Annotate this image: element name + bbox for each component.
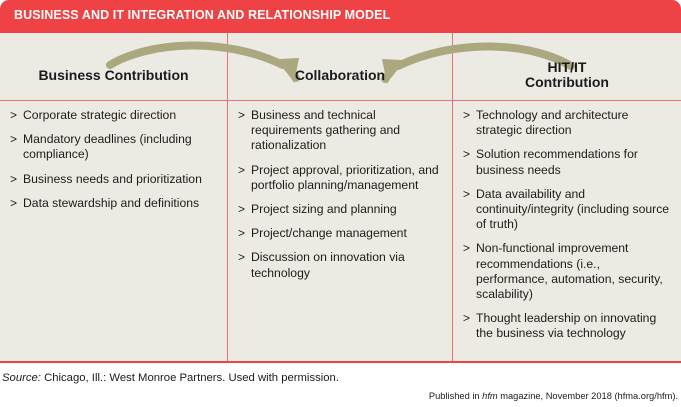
list-item-label: Project approval, prioritization, and po… [251,162,439,192]
column-heading-hit-it-line2: Contribution [525,74,609,90]
source-label: Source: [2,372,41,384]
chevron-right-icon: > [10,195,18,210]
list-item-label: Discussion on innovation via technology [251,250,405,280]
list-item: > Discussion on innovation via technolog… [238,250,442,280]
list-item: > Data stewardship and definitions [10,196,215,211]
source-caption: Source: Chicago, Ill.: West Monroe Partn… [2,372,339,384]
header-divider [0,100,681,101]
column-heading-business: Business Contribution [38,67,189,83]
published-prefix: Published in [428,391,483,401]
list-item-label: Thought leadership on innovating the bus… [476,311,657,341]
list-item: > Thought leadership on innovating the b… [463,311,671,341]
chevron-right-icon: > [10,108,18,122]
list-item: > Data availability and continuity/integ… [463,187,671,233]
list-item: > Project sizing and planning [238,202,442,217]
list-item-label: Corporate strategic direction [23,108,177,122]
list-item: > Solution recommendations for business … [463,147,671,177]
published-publication-name: hfm [482,391,498,401]
chevron-right-icon: > [463,311,471,326]
chevron-right-icon: > [463,241,471,256]
list-item-label: Technology and architecture strategic di… [476,108,629,138]
chevron-right-icon: > [463,147,471,162]
list-item-label: Data availability and continuity/integri… [476,186,670,232]
panel-bottom-rule [0,361,681,363]
list-item: > Corporate strategic direction [10,108,215,123]
list-item-label: Project/change management [251,226,407,241]
chevron-right-icon: > [463,108,471,122]
list-item-label: Mandatory deadlines (including complianc… [23,132,192,162]
column-divider-2 [452,33,453,362]
list-item: > Business and technical requirements ga… [238,108,442,154]
column-heading-collaboration: Collaboration [294,67,386,83]
list-item: > Project/change management [238,226,442,241]
column-divider-1 [227,33,228,362]
list-item: > Project approval, prioritization, and … [238,163,442,193]
chevron-right-icon: > [463,186,471,201]
chevron-right-icon: > [238,108,246,122]
list-item: > Technology and architecture strategic … [463,108,671,138]
list-item-label: Business and technical requirements gath… [251,108,401,153]
chevron-right-icon: > [238,202,246,217]
panel-body [0,33,681,362]
chevron-right-icon: > [10,132,18,147]
column-collaboration: > Business and technical requirements ga… [228,108,452,290]
published-caption: Published in hfm magazine, November 2018… [429,391,678,401]
list-item: > Non-functional improvement recommendat… [463,241,671,302]
column-business-contribution: > Corporate strategic direction > Mandat… [0,108,227,220]
published-suffix: magazine, November 2018 (hfma.org/hfm). [497,391,678,401]
list-item: > Business needs and prioritization [10,172,215,187]
list-item: > Mandatory deadlines (including complia… [10,132,215,162]
column-hit-it-contribution: > Technology and architecture strategic … [453,108,681,351]
page-title: BUSINESS AND IT INTEGRATION AND RELATION… [14,8,391,22]
title-bar: BUSINESS AND IT INTEGRATION AND RELATION… [0,0,681,33]
chevron-right-icon: > [238,226,246,241]
chevron-right-icon: > [10,171,18,186]
list-item-label: Solution recommendations for business ne… [476,147,638,177]
list-item-label: Data stewardship and definitions [23,195,200,210]
list-item-label: Business needs and prioritization [23,171,202,186]
list-item-label: Project sizing and planning [251,202,397,217]
chevron-right-icon: > [238,162,246,177]
column-heading-hit-it-line1: HIT/IT [547,59,587,75]
list-item-label: Non-functional improvement recommendatio… [476,241,663,302]
chevron-right-icon: > [238,250,246,265]
figure-container: BUSINESS AND IT INTEGRATION AND RELATION… [0,0,681,363]
column-heading-hit-it: HIT/IT Contribution [453,60,681,90]
source-text: Chicago, Ill.: West Monroe Partners. Use… [40,372,339,384]
